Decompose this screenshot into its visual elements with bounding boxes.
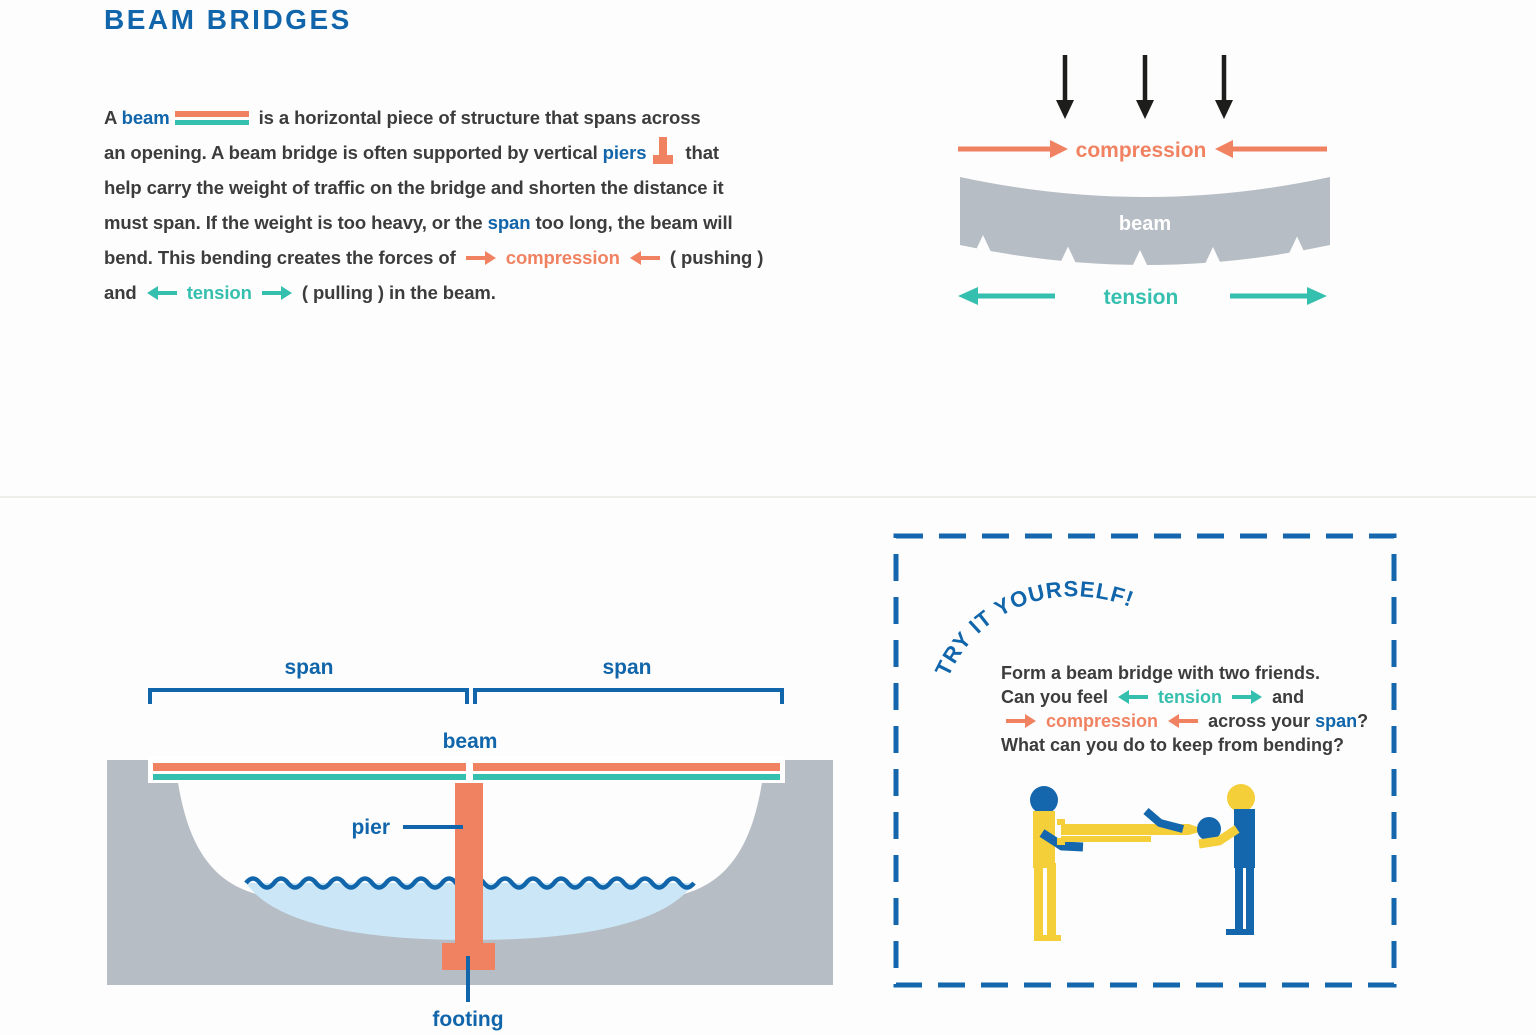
arrow-left-teal	[146, 286, 177, 300]
person-right-head	[1227, 784, 1255, 812]
intro-paragraph: A beam is a horizontal piece of structur…	[104, 100, 763, 310]
person-right	[1198, 784, 1255, 935]
beam-label: beam	[443, 730, 498, 753]
person-left-head	[1030, 786, 1058, 814]
try-it-box: TRY IT YOURSELF! Form a beam bridge with…	[893, 533, 1397, 988]
beam-person	[1057, 807, 1221, 845]
beam-person-head	[1197, 817, 1221, 841]
person-left	[1030, 786, 1084, 941]
text-run: A	[104, 107, 122, 128]
pier-connector	[403, 825, 463, 829]
compression-arrow-left	[958, 140, 1068, 158]
beam-crack	[1060, 246, 1076, 264]
span-bracket-left	[148, 688, 469, 704]
keyword-teal: tension	[186, 282, 252, 303]
keyword-blue: beam	[121, 107, 170, 128]
arrow-right-orange	[465, 251, 496, 265]
text-run	[252, 282, 257, 303]
keyword-orange: compression	[1046, 711, 1159, 731]
arrow-right-teal	[261, 286, 292, 300]
beam-cracks	[975, 235, 1305, 267]
try-line: compression across your span?	[1001, 709, 1368, 733]
text-run	[1158, 711, 1163, 731]
keyword-orange: compression	[505, 247, 620, 268]
load-arrow	[1136, 55, 1154, 119]
person-left-arm	[1039, 829, 1084, 852]
text-run	[620, 247, 625, 268]
beam-person-arm	[1143, 807, 1185, 833]
text-run: ?	[1357, 711, 1369, 731]
span-label-left: span	[284, 656, 333, 679]
load-arrow	[1056, 55, 1074, 119]
text-run: an opening. A beam bridge is often suppo…	[104, 142, 603, 163]
load-arrows	[1056, 55, 1233, 119]
arrow-right-teal	[1232, 690, 1263, 704]
load-arrow	[1215, 55, 1233, 119]
beam-crack	[1132, 250, 1148, 267]
text-run: and	[104, 282, 142, 303]
beam-shape	[960, 177, 1330, 265]
try-box-arc-title: TRY IT YOURSELF!	[930, 576, 1137, 680]
beam-crack	[1289, 236, 1305, 254]
tension-arrow-right	[1230, 287, 1327, 305]
keyword-blue: span	[1315, 711, 1358, 731]
text-run: and	[1267, 687, 1305, 707]
span-bracket-right	[473, 688, 784, 704]
try-line: Form a beam bridge with two friends.	[1001, 661, 1368, 685]
pier	[455, 780, 483, 950]
tension-arrow-left	[958, 287, 1055, 305]
arrow-right-orange	[1006, 714, 1036, 728]
try-line: What can you do to keep from bending?	[1001, 733, 1368, 757]
bridge-cross-section-diagram: span span beam pier footing	[107, 656, 833, 1031]
text-run: help carry the weight of traffic on the …	[104, 177, 724, 198]
bending-forces-diagram: compression beam tension	[958, 55, 1330, 309]
try-instructions: Form a beam bridge with two friends. Can…	[1001, 661, 1368, 757]
text-run: across your	[1203, 711, 1316, 731]
pier-icon	[653, 137, 674, 164]
keyword-blue: piers	[602, 142, 647, 163]
compression-label: compression	[1076, 139, 1207, 162]
page-fold-divider	[0, 496, 1536, 498]
text-run: bend. This bending creates the forces of	[104, 247, 461, 268]
text-run: must span. If the weight is too heavy, o…	[104, 212, 488, 233]
pier-label: pier	[351, 816, 390, 839]
keyword-blue: span	[487, 212, 531, 233]
text-run: too long, the beam will	[530, 212, 733, 233]
text-run: is a horizontal piece of structure that …	[253, 107, 701, 128]
text-run: ( pulling ) in the beam.	[296, 282, 496, 303]
beam-shape-label: beam	[1119, 213, 1171, 235]
compression-arrow-right	[1215, 140, 1327, 158]
text-run: Can you feel	[1001, 687, 1114, 707]
arrow-left-teal	[1118, 690, 1149, 704]
text-run: Form a beam bridge with two friends.	[1001, 663, 1321, 683]
page-title: BEAM BRIDGES	[104, 4, 352, 35]
text-run: ( pushing )	[664, 247, 764, 268]
footing-connector	[466, 956, 470, 1002]
person-right-arm	[1198, 825, 1240, 849]
span-label-right: span	[602, 656, 651, 679]
beam-crack	[1205, 247, 1221, 264]
arrow-left-orange	[1168, 714, 1199, 728]
text-run: that	[680, 142, 719, 163]
try-line: Can you feel tension and	[1001, 685, 1368, 709]
text-run: What can you do to keep from bending?	[1001, 735, 1345, 755]
keyword-teal: tension	[1158, 687, 1223, 707]
arrow-left-orange	[629, 251, 660, 265]
footing-label: footing	[432, 1008, 503, 1031]
beam-icon	[174, 111, 249, 125]
tension-label: tension	[1104, 286, 1179, 309]
beam-crack	[975, 235, 991, 252]
people-illustration	[1030, 784, 1255, 941]
beam-strip-gap	[466, 760, 473, 782]
text-run	[1222, 687, 1227, 707]
